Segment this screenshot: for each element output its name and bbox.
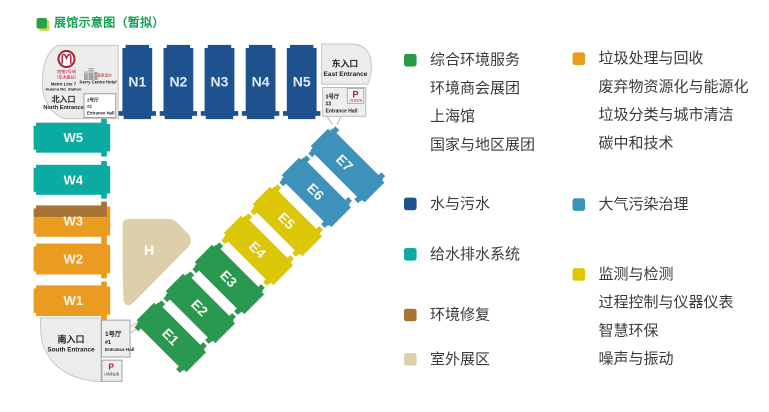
svg-text:N1: N1 <box>128 74 146 90</box>
svg-text:W3: W3 <box>63 214 83 229</box>
svg-text:Huamu Rd. Station: Huamu Rd. Station <box>46 86 82 91</box>
svg-text:N5: N5 <box>293 74 311 90</box>
svg-text:1号厅: 1号厅 <box>105 329 122 338</box>
svg-text:Entrance Hall: Entrance Hall <box>326 109 359 115</box>
svg-text:East Entrance: East Entrance <box>324 71 368 78</box>
svg-text:东入口: 东入口 <box>332 58 358 69</box>
svg-text:#1: #1 <box>105 340 111 346</box>
svg-text:#3: #3 <box>326 102 332 108</box>
svg-text:（花木路站）: （花木路站） <box>55 74 79 80</box>
svg-text:垃圾分类与城市清洁: 垃圾分类与城市清洁 <box>599 107 734 124</box>
svg-text:噪声与振动: 噪声与振动 <box>599 350 674 368</box>
svg-text:Kerry Centre Hotel: Kerry Centre Hotel <box>79 80 116 85</box>
svg-text:Entrance Hall: Entrance Hall <box>105 347 134 352</box>
svg-text:环境修复: 环境修复 <box>430 306 490 324</box>
svg-text:综合环境服务: 综合环境服务 <box>430 51 520 69</box>
svg-text:水与污水: 水与污水 <box>430 195 490 212</box>
svg-text:国家与地区展团: 国家与地区展团 <box>430 136 535 153</box>
svg-text:North Entrance: North Entrance <box>43 105 83 111</box>
svg-text:南入口: 南入口 <box>57 334 84 345</box>
svg-text:给水排水系统: 给水排水系统 <box>430 246 520 263</box>
svg-text:废弃物资源化与能源化: 废弃物资源化与能源化 <box>599 78 749 95</box>
svg-text:#2: #2 <box>87 104 92 109</box>
svg-text:3号厅: 3号厅 <box>326 93 340 101</box>
svg-text:碳中和技术: 碳中和技术 <box>599 135 674 152</box>
svg-text:P: P <box>108 362 114 372</box>
svg-text:H: H <box>144 242 154 258</box>
svg-text:垃圾处理与回收: 垃圾处理与回收 <box>599 50 704 67</box>
svg-text:监测与检测: 监测与检测 <box>599 266 674 283</box>
svg-text:W2: W2 <box>63 252 83 267</box>
svg-text:地铁7号线: 地铁7号线 <box>57 68 77 75</box>
svg-text:W5: W5 <box>63 130 83 145</box>
svg-text:展馆示意图（暂拟）: 展馆示意图（暂拟） <box>54 15 165 30</box>
svg-text:嘉里酒店: 嘉里酒店 <box>97 73 112 78</box>
svg-text:上海馆: 上海馆 <box>430 108 475 125</box>
svg-text:N3: N3 <box>211 74 229 90</box>
svg-text:N4: N4 <box>252 74 270 90</box>
svg-text:N2: N2 <box>169 74 187 90</box>
svg-text:室外展区: 室外展区 <box>430 351 490 368</box>
svg-text:过程控制与仪器仪表: 过程控制与仪器仪表 <box>599 294 734 311</box>
svg-text:大气污染治理: 大气污染治理 <box>599 196 689 213</box>
svg-text:2号厅: 2号厅 <box>87 96 99 103</box>
svg-text:Metro Line 7: Metro Line 7 <box>51 82 77 87</box>
svg-text:W1: W1 <box>63 293 83 308</box>
svg-text:1号停车场: 1号停车场 <box>104 371 120 376</box>
svg-text:P: P <box>352 90 359 101</box>
svg-text:3号停车场: 3号停车场 <box>349 99 362 103</box>
svg-text:W4: W4 <box>63 172 83 187</box>
svg-text:环境商会展团: 环境商会展团 <box>430 79 520 97</box>
svg-text:Entrance Hall: Entrance Hall <box>87 110 114 115</box>
svg-text:South Entrance: South Entrance <box>47 347 95 354</box>
svg-text:智慧环保: 智慧环保 <box>599 321 659 339</box>
svg-text:北入口: 北入口 <box>52 94 76 104</box>
